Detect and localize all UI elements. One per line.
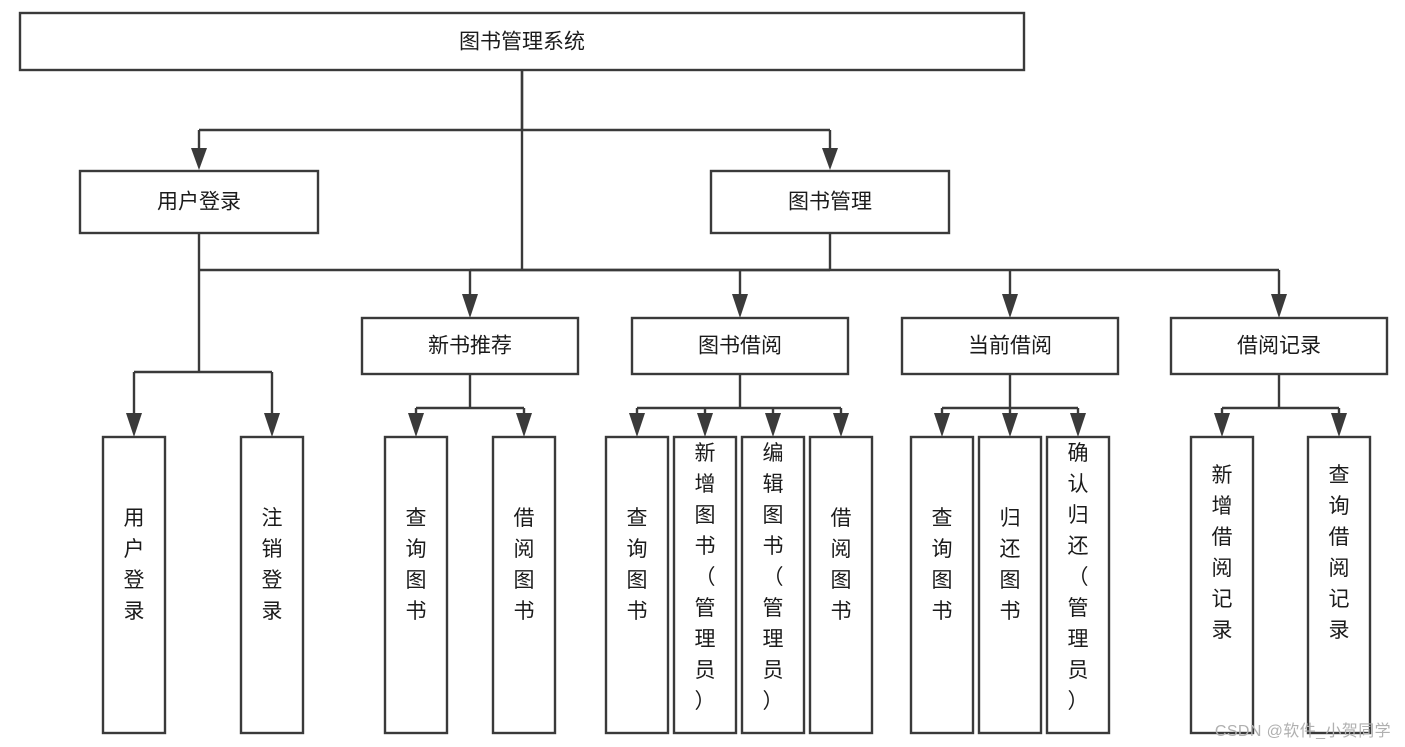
leaf-node[interactable]: 借阅图书: [808, 435, 874, 735]
leaf-node-label: 查询图书: [406, 507, 427, 623]
csdn-watermark: CSDN @软件_小贺同学: [1214, 723, 1391, 740]
leaf-node-label: 借阅图书: [514, 507, 535, 623]
leaf-node-label: 查询图书: [627, 507, 648, 623]
node-book-borrow[interactable]: 图书借阅: [630, 316, 850, 376]
leaf-node-label: 新增图书（管理员）: [695, 442, 716, 713]
leaf-node[interactable]: 借阅图书: [491, 435, 557, 735]
node-new-book-recommend[interactable]: 新书推荐: [360, 316, 580, 376]
leaf-node-label: 确认归还（管理员）: [1068, 442, 1089, 713]
node-current-borrow-label: 当前借阅: [968, 335, 1052, 358]
node-current-borrow[interactable]: 当前借阅: [900, 316, 1120, 376]
node-root-label: 图书管理系统: [459, 31, 585, 54]
connector-borrowrecord-to-leaves: [1214, 374, 1347, 437]
node-borrow-record-label: 借阅记录: [1237, 335, 1321, 358]
node-user-login[interactable]: 用户登录: [78, 169, 320, 235]
connector-newbook-to-leaves: [408, 374, 532, 437]
leaf-node[interactable]: 查询借阅记录: [1306, 435, 1372, 735]
node-new-book-recommend-label: 新书推荐: [428, 335, 512, 358]
leaf-node[interactable]: 编辑图书（管理员）: [740, 435, 806, 735]
connector-currentborrow-to-leaves: [934, 374, 1086, 437]
leaf-node[interactable]: 新增借阅记录: [1189, 435, 1255, 735]
node-root[interactable]: 图书管理系统: [18, 11, 1026, 72]
leaf-node[interactable]: 查询图书: [383, 435, 449, 735]
leaf-node-label: 归还图书: [1000, 507, 1021, 623]
leaf-node[interactable]: 新增图书（管理员）: [672, 435, 738, 735]
connector-bookmgmt-to-level3: [462, 234, 1287, 318]
leaf-node-label: 用户登录: [124, 507, 145, 623]
leaf-node[interactable]: 查询图书: [909, 435, 975, 735]
leaf-node-label: 查询借阅记录: [1329, 464, 1350, 642]
node-book-management-label: 图书管理: [788, 191, 872, 214]
connector-userlogin-to-leaves: [126, 234, 280, 437]
node-borrow-record[interactable]: 借阅记录: [1169, 316, 1389, 376]
leaf-node-label: 新增借阅记录: [1212, 464, 1233, 642]
leaf-node-label: 查询图书: [932, 507, 953, 623]
node-book-borrow-label: 图书借阅: [698, 335, 782, 358]
leaf-node[interactable]: 归还图书: [977, 435, 1043, 735]
leaf-node[interactable]: 注销登录: [239, 435, 305, 735]
leaf-node[interactable]: 查询图书: [604, 435, 670, 735]
leaf-node[interactable]: 确认归还（管理员）: [1045, 435, 1111, 735]
leaf-node-label: 注销登录: [262, 507, 283, 623]
node-book-management[interactable]: 图书管理: [709, 169, 951, 235]
leaf-node-label: 借阅图书: [831, 507, 852, 623]
leaf-node-label: 编辑图书（管理员）: [763, 442, 784, 713]
leaf-node[interactable]: 用户登录: [101, 435, 167, 735]
node-user-login-label: 用户登录: [157, 191, 241, 214]
connector-bookborrow-to-leaves: [629, 374, 849, 437]
